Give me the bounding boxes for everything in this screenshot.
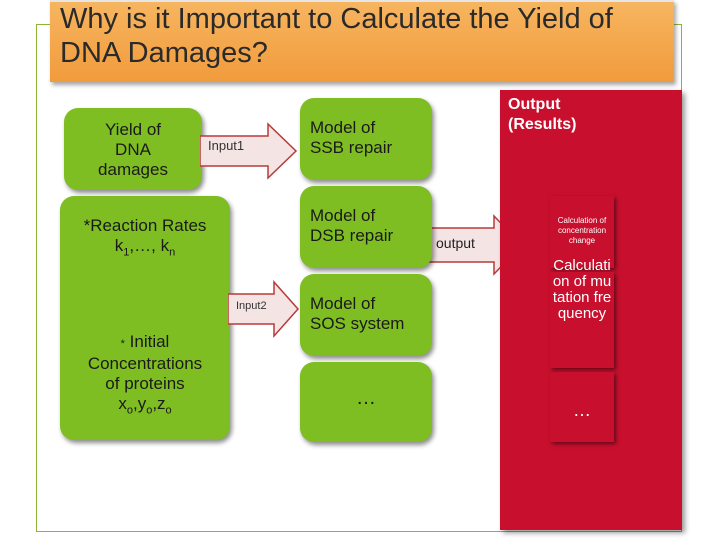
mutation-frequency-calc: Calculation of mutation frequency [550,258,614,368]
ssb-repair-model: Model of SSB repair [300,98,432,180]
yield-box: Yield of DNA damages [64,108,202,190]
sos-system-model: Model of SOS system [300,274,432,356]
more-models: … [300,362,432,442]
reaction-rates-text: *Reaction Rates k1,…, kn [83,216,207,259]
more-results: … [550,372,614,442]
slide-title: Why is it Important to Calculate the Yie… [60,3,613,69]
concentration-change-calc: Calculation of concentration change [550,196,614,268]
input1-arrow [200,122,298,180]
title-banner [50,0,674,82]
input1-label: Input1 [208,138,245,153]
initial-concentrations-text: * Initial Concentrations of proteins xo,… [87,332,203,417]
output-label: output [436,235,475,251]
yield-text: Yield of DNA damages [98,120,168,179]
parameters-box: *Reaction Rates k1,…, kn * Initial Conce… [60,196,230,440]
dsb-repair-model: Model of DSB repair [300,186,432,268]
input2-arrow [228,280,300,338]
output-header: Output (Results) [508,96,577,133]
input2-label: Input2 [236,300,267,312]
